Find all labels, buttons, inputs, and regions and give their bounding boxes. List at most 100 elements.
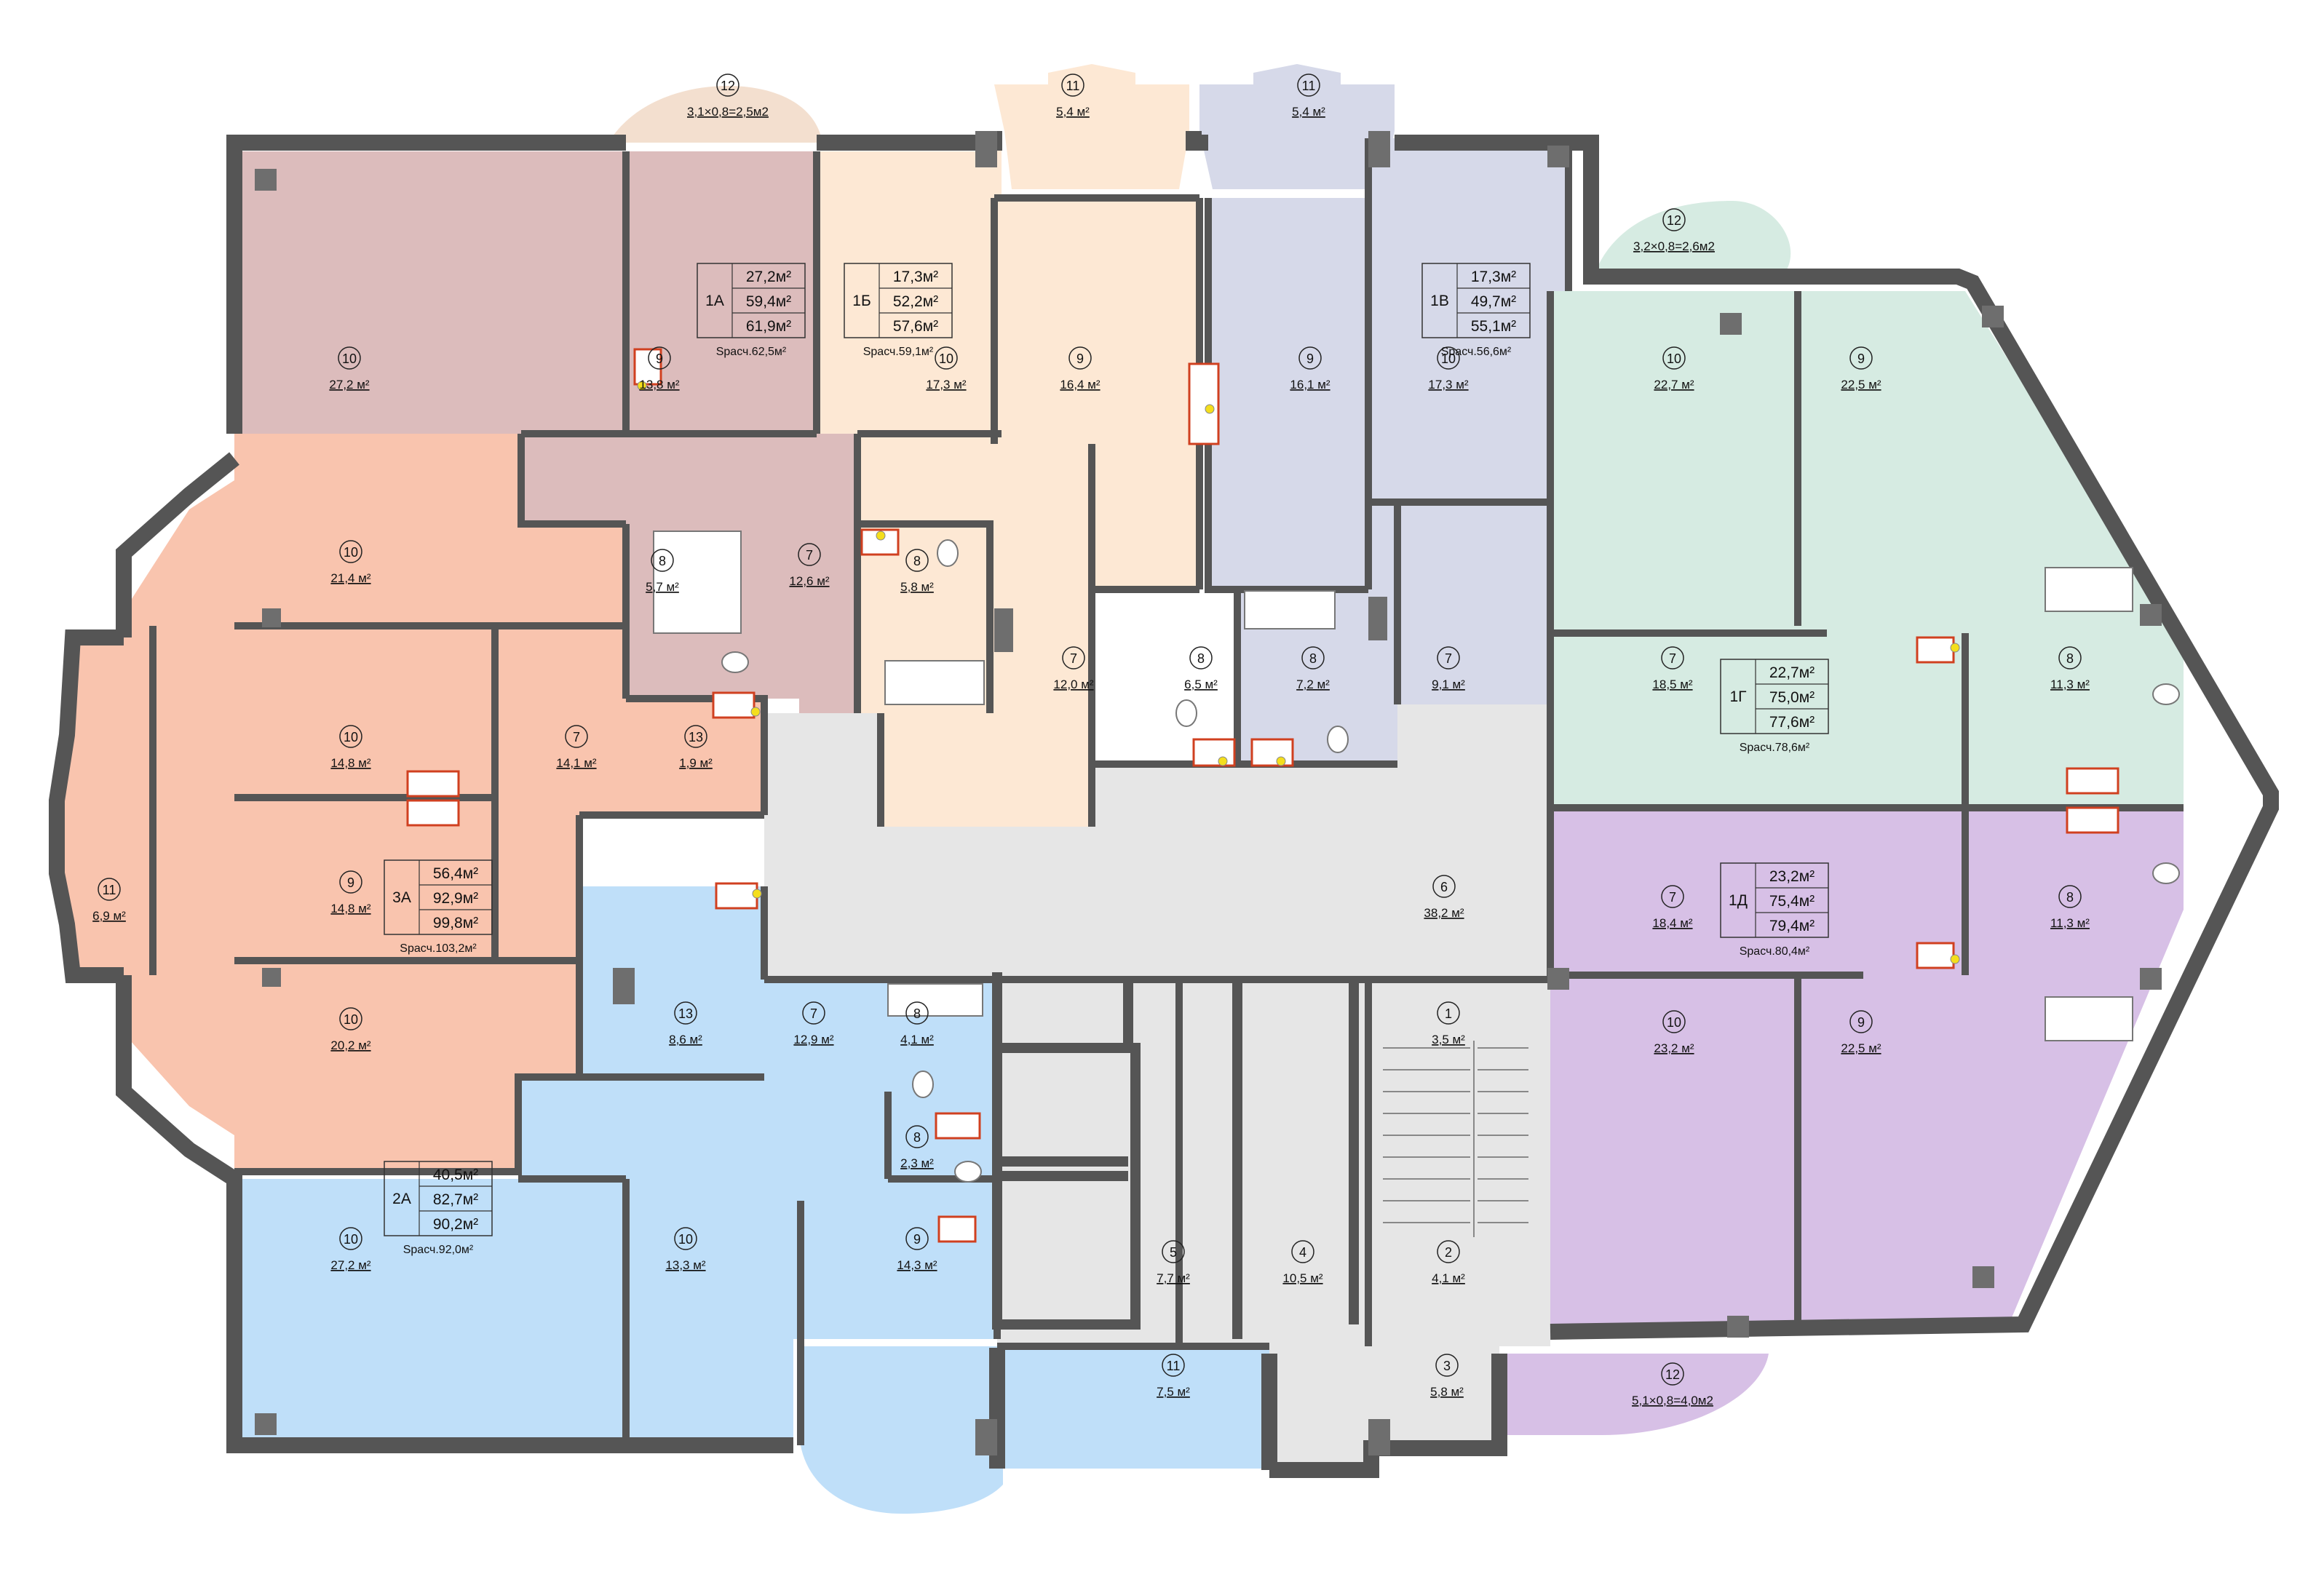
apartment-living-area: 22,7м² [1769, 664, 1815, 681]
riser-marker [1950, 643, 1960, 653]
toilet [1327, 726, 1349, 753]
room-area: 14,8 м² [330, 902, 370, 915]
apartment-living-area: 27,2м² [746, 269, 791, 285]
column [1368, 1419, 1390, 1455]
apartment-total-area: 59,4м² [746, 293, 791, 310]
partitions [149, 138, 2184, 1445]
room-area: 13,3 м² [665, 1258, 705, 1272]
room-number-circle [674, 1001, 697, 1025]
apartment-code: 1Г [1729, 688, 1746, 705]
shaft [1916, 636, 1955, 664]
room-area: 6,9 м² [92, 909, 126, 923]
room-number: 9 [913, 1232, 921, 1247]
room-number: 7 [1070, 651, 1077, 666]
room-number: 10 [342, 351, 357, 366]
room-area: 9,1 м² [1432, 678, 1465, 691]
room-number-circle [716, 74, 739, 97]
room-label: 87,2 м² [1296, 646, 1330, 691]
room-number-circle [98, 878, 121, 901]
room-area: 5,8 м² [900, 580, 934, 594]
room-number: 11 [1167, 1359, 1181, 1373]
room-area: 12,6 м² [789, 574, 829, 588]
room-number-circle [684, 725, 707, 748]
room-area: 20,2 м² [330, 1038, 370, 1052]
room-area: 13,8 м² [639, 378, 679, 392]
room-number: 7 [810, 1006, 817, 1021]
summary-box [697, 263, 806, 338]
apt-1a-balcony-fill [608, 86, 822, 143]
apartment-code: 2А [392, 1191, 411, 1207]
room-number: 5 [1170, 1245, 1177, 1260]
room-area: 11,3 м² [2050, 678, 2090, 691]
room-number-circle [1435, 1354, 1459, 1377]
room-number: 8 [659, 554, 666, 568]
shaft [2066, 767, 2119, 795]
room-number: 8 [913, 1130, 921, 1145]
apt-1g-balcony-fill [1594, 201, 1791, 275]
room-number: 7 [1669, 651, 1676, 666]
room-number: 8 [1309, 651, 1317, 666]
room-area: 5,7 м² [646, 580, 679, 594]
room-label: 916,1 м² [1290, 346, 1330, 392]
room-number-circle [651, 549, 674, 572]
apartment-total-area: 82,7м² [433, 1191, 478, 1208]
room-number: 10 [1441, 351, 1456, 366]
columns [255, 131, 2162, 1455]
apartment-total-area: 92,9м² [433, 890, 478, 907]
apt-1d-fill [1550, 808, 2184, 1324]
room-number: 6 [1440, 880, 1448, 894]
room-label: 138,6 м² [669, 1001, 702, 1046]
shaft [1192, 738, 1236, 767]
room-label: 914,3 м² [897, 1227, 937, 1272]
shaft [1250, 738, 1294, 767]
column [1547, 968, 1569, 990]
room-number: 3 [1443, 1359, 1451, 1373]
room-number: 10 [1667, 351, 1681, 366]
room-area: 27,2 м² [329, 378, 369, 392]
room-number-circle [2058, 646, 2082, 670]
room-number: 7 [806, 548, 813, 563]
room-number: 7 [573, 730, 580, 744]
room-label: 913,8 м² [639, 346, 680, 392]
column [1368, 597, 1387, 640]
apartment-summaries: 1А27,2м²59,4м²61,9м²Sрасч.62,5м²1Б17,3м²… [384, 263, 1829, 1256]
room-label: 85,8 м² [900, 549, 934, 594]
shaft [1188, 362, 1220, 445]
room-area: 10,5 м² [1282, 1271, 1322, 1285]
toilet [2152, 862, 2180, 884]
room-area: 38,2 м² [1424, 906, 1464, 920]
room-label: 35,8 м² [1430, 1354, 1464, 1399]
apartment-code: 1Д [1729, 892, 1748, 909]
apartment-calc-area: Sрасч.78,6м² [1740, 742, 1810, 754]
room-number-circle [1662, 1010, 1686, 1033]
toilet [912, 1070, 934, 1098]
room-label: 718,4 м² [1652, 885, 1693, 930]
apartment-with-balcony-area: 61,9м² [746, 318, 791, 335]
room-area: 2,3 м² [900, 1156, 934, 1170]
bathtub [2045, 996, 2133, 1041]
room-area: 8,6 м² [669, 1033, 702, 1046]
room-number: 7 [1669, 890, 1676, 905]
room-label: 117,5 м² [1157, 1354, 1190, 1399]
room-number-circle [674, 1227, 697, 1250]
column [262, 608, 281, 627]
room-number-circle [1298, 346, 1322, 370]
room-number-circle [1437, 1001, 1460, 1025]
summary-box [1720, 659, 1829, 734]
room-label: 922,5 м² [1841, 1010, 1881, 1055]
toilet [1175, 699, 1197, 727]
room-number: 12 [1667, 213, 1681, 228]
room-number-circle [1849, 346, 1873, 370]
shaft [2066, 806, 2119, 834]
riser-marker [1218, 756, 1228, 766]
room-number: 10 [939, 351, 953, 366]
apartment-calc-area: Sрасч.59,1м² [863, 346, 934, 358]
common-hall-fill [764, 704, 1550, 980]
room-area: 18,5 м² [1652, 678, 1692, 691]
